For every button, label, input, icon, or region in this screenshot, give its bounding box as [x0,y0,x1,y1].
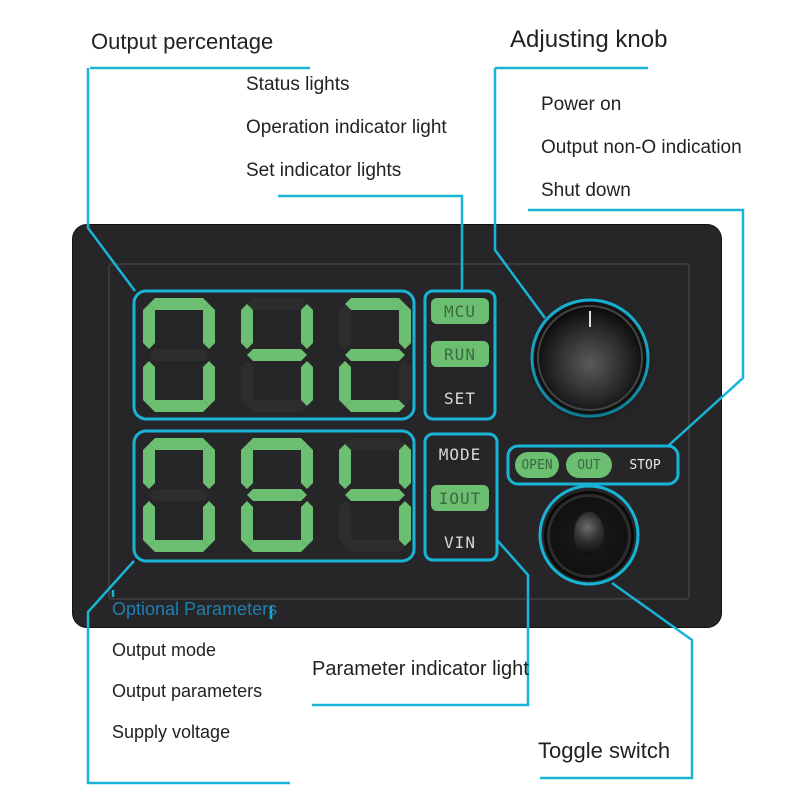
toggle-switch-label: Toggle switch [538,738,670,764]
bottom-digit-1-segment-c [301,501,313,546]
bottom-digit-0-segment-e [143,501,155,546]
top-digit-1-segment-f [241,304,253,349]
top-digit-0-segment-d [149,400,209,412]
top-digit-0-segment-f [143,304,155,349]
bottom-digit-1-segment-f [241,444,253,489]
adjusting-knob[interactable] [537,305,643,411]
bottom-digit-2-segment-a [345,438,405,450]
optional-parameters-label: Optional Parameters [112,599,277,620]
bottom-digit-0-segment-a [149,438,209,450]
top-digit-2-segment-d [345,400,405,412]
output-mode-label: Output mode [112,640,216,661]
supply-voltage-label: Supply voltage [112,722,230,743]
bottom-digit-1-segment-g [247,489,307,501]
top-digit-0-segment-e [143,361,155,406]
parameter-indicator-label: Parameter indicator light [312,658,529,681]
top-digit-2-segment-f [339,304,351,349]
top-digit-1-segment-d [247,400,307,412]
output-parameters-label: Output parameters [112,681,262,702]
optional-parameters-leader [88,561,290,783]
set-indicator-label: Set indicator lights [246,160,401,182]
adjusting-knob-leader [495,68,545,318]
top-digit-1-segment-b [301,304,313,349]
top-digit-2-segment-c [399,361,411,406]
set-indicator-light: SET [431,385,489,411]
bottom-digit-0-segment-g [149,489,209,501]
top-digit-1-segment-g [247,349,307,361]
top-digit-0-segment-b [203,304,215,349]
output-percentage-display [143,298,411,412]
parameter-value-display [143,438,411,552]
bottom-digit-1-segment-d [247,540,307,552]
top-digit-2-segment-g [345,349,405,361]
bottom-digit-2-segment-f [339,444,351,489]
mcu-indicator-light: MCU [431,298,489,324]
adjusting-knob-label: Adjusting knob [510,26,667,54]
top-digit-1-segment-a [247,298,307,310]
bottom-digit-0-segment-c [203,501,215,546]
bottom-digit-1-segment-e [241,501,253,546]
stop-status-light: STOP [620,452,670,478]
shut-down-label: Shut down [541,180,631,202]
power-on-label: Power on [541,94,621,116]
bottom-digit-0-segment-f [143,444,155,489]
top-digit-1-segment-c [301,361,313,406]
set-indicator-leader [278,196,462,291]
top-digit-2-segment-a [345,298,405,310]
out-status-light: OUT [566,452,612,478]
mode-indicator-light: MODE [428,441,492,467]
output-percentage-leader [88,68,135,291]
status-lights-label: Status lights [246,74,350,96]
vin-indicator-light: VIN [431,529,489,555]
bottom-digit-0-segment-b [203,444,215,489]
run-indicator-light: RUN [431,341,489,367]
output-nonzero-label: Output non-O indication [541,137,742,159]
bottom-digit-2-segment-b [399,444,411,489]
knob-marker [589,311,591,327]
bottom-digit-0-segment-d [149,540,209,552]
toggle-switch[interactable] [547,494,631,578]
bottom-digit-1-segment-a [247,438,307,450]
top-digit-1-segment-e [241,361,253,406]
bottom-digit-2-segment-g [345,489,405,501]
top-digit-2-segment-b [399,304,411,349]
bottom-digit-1-segment-b [301,444,313,489]
bottom-digit-2-segment-d [345,540,405,552]
output-percentage-label: Output percentage [91,29,273,55]
operation-indicator-label: Operation indicator light [246,117,447,139]
iout-indicator-light: IOUT [431,485,489,511]
open-status-light: OPEN [515,452,559,478]
bottom-digit-2-segment-e [339,501,351,546]
top-digit-0-segment-g [149,349,209,361]
toggle-lever [574,512,604,556]
top-digit-0-segment-c [203,361,215,406]
bottom-digit-2-segment-c [399,501,411,546]
top-digit-2-segment-e [339,361,351,406]
top-digit-0-segment-a [149,298,209,310]
